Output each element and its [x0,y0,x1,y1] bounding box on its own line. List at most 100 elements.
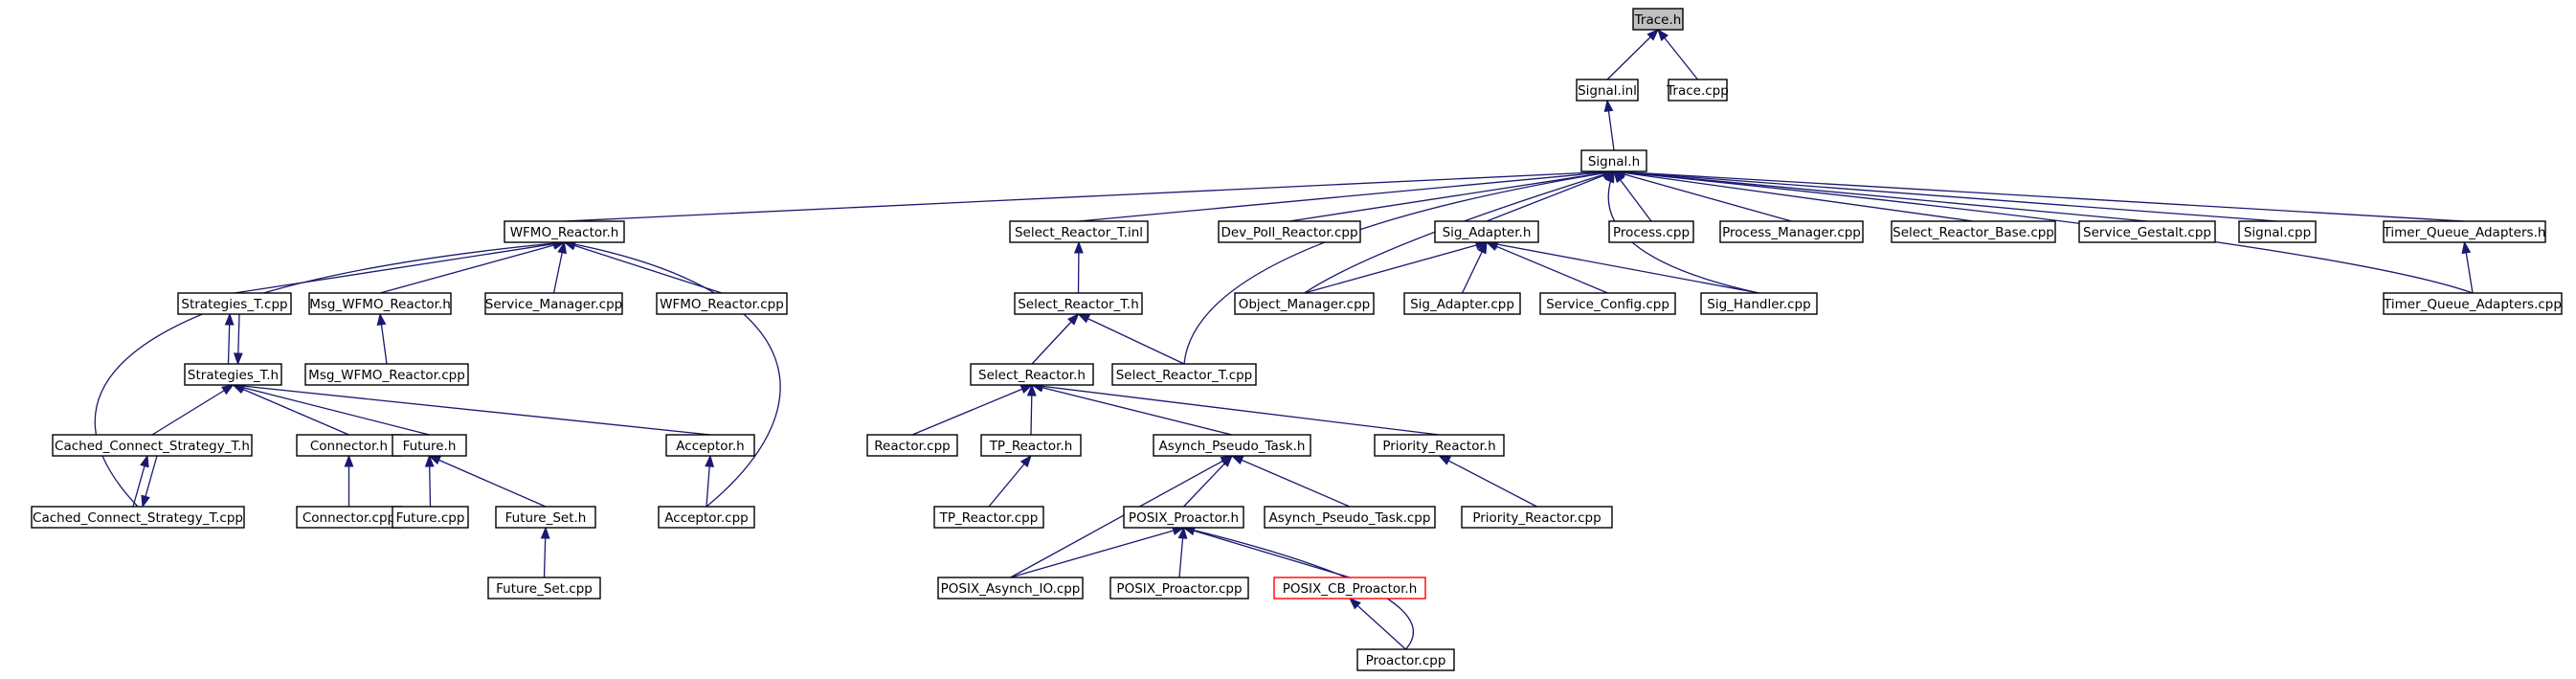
node-process-manager-cpp[interactable]: Process_Manager.cpp [1719,220,1864,243]
node-cached-connect-strategy-t-h[interactable]: Cached_Connect_Strategy_T.h [52,434,253,457]
node-wfmo-reactor-h[interactable]: WFMO_Reactor.h [504,220,625,243]
node-strategies-t-h[interactable]: Strategies_T.h [184,363,282,386]
edge-reactor-cpp-to-select-reactor-h [911,384,1033,436]
node-msg-wfmo-reactor-cpp[interactable]: Msg_WFMO_Reactor.cpp [304,363,469,386]
node-service-gestalt-cpp[interactable]: Service_Gestalt.cpp [2078,220,2216,243]
node-acceptor-cpp[interactable]: Acceptor.cpp [658,506,755,529]
edge-service-config-cpp-to-sig-adapter-h [1486,241,1608,294]
node-box [1014,292,1143,315]
node-connector-cpp[interactable]: Connector.cpp [296,506,402,529]
arrowhead [705,454,715,467]
node-tp-reactor-cpp[interactable]: TP_Reactor.cpp [933,506,1044,529]
edge-wfmo-reactor-cpp-to-wfmo-reactor-h [564,241,723,294]
node-service-manager-cpp[interactable]: Service_Manager.cpp [484,292,623,315]
node-object-manager-cpp[interactable]: Object_Manager.cpp [1234,292,1375,315]
node-timer-queue-adapters-h[interactable]: Timer_Queue_Adapters.h [2383,220,2546,243]
node-asynch-pseudo-task-cpp[interactable]: Asynch_Pseudo_Task.cpp [1264,506,1436,529]
node-select-reactor-base-cpp[interactable]: Select_Reactor_Base.cpp [1891,220,2056,243]
node-process-cpp[interactable]: Process.cpp [1608,220,1694,243]
node-reactor-cpp[interactable]: Reactor.cpp [866,434,958,457]
node-posix-proactor-cpp[interactable]: POSIX_Proactor.cpp [1109,577,1249,600]
edge-signal-inl-to-trace-h [1606,29,1659,80]
node-posix-proactor-h[interactable]: POSIX_Proactor.h [1123,506,1244,529]
node-dev-poll-reactor-cpp[interactable]: Dev_Poll_Reactor.cpp [1218,220,1361,243]
node-sig-adapter-h[interactable]: Sig_Adapter.h [1434,220,1539,243]
node-label: Cached_Connect_Strategy_T.cpp [33,510,243,526]
node-posix-cb-proactor-h[interactable]: POSIX_CB_Proactor.h [1273,577,1426,600]
node-label: Object_Manager.cpp [1239,297,1371,312]
node-wfmo-reactor-cpp[interactable]: WFMO_Reactor.cpp [656,292,788,315]
node-box [1153,434,1311,457]
node-posix-asynch-io-cpp[interactable]: POSIX_Asynch_IO.cpp [937,577,1084,600]
node-label: POSIX_Proactor.h [1129,510,1239,526]
node-service-config-cpp[interactable]: Service_Config.cpp [1539,292,1676,315]
node-signal-inl[interactable]: Signal.inl [1576,79,1639,102]
node-select-reactor-h[interactable]: Select_Reactor.h [970,363,1094,386]
node-sig-adapter-cpp[interactable]: Sig_Adapter.cpp [1403,292,1521,315]
edge-posix-asynch-io-cpp-to-posix-proactor-h [1010,527,1184,578]
node-signal-h[interactable]: Signal.h [1580,149,1647,172]
node-box [1632,8,1684,31]
node-timer-queue-adapters-cpp[interactable]: Timer_Queue_Adapters.cpp [2383,292,2563,315]
node-label: Acceptor.cpp [664,510,748,526]
node-label: Select_Reactor_T.inl [1015,225,1143,240]
node-box [866,434,958,457]
node-box [1608,220,1694,243]
arrowhead [344,454,354,467]
node-label: Future_Set.cpp [496,581,593,597]
node-trace-h[interactable]: Trace.h [1632,8,1684,31]
edge-proactor-cpp-to-posix-cb-proactor-h [1349,598,1406,650]
node-label: Msg_WFMO_Reactor.cpp [308,368,465,383]
node-box [1009,220,1149,243]
node-label: Signal.inl [1578,83,1637,99]
arrowhead [540,526,550,539]
node-box [392,434,467,457]
node-future-set-cpp[interactable]: Future_Set.cpp [487,577,601,600]
node-proactor-cpp[interactable]: Proactor.cpp [1356,648,1455,671]
node-acceptor-h[interactable]: Acceptor.h [665,434,755,457]
node-connector-h[interactable]: Connector.h [296,434,402,457]
node-asynch-pseudo-task-h[interactable]: Asynch_Pseudo_Task.h [1153,434,1311,457]
arrowhead [1603,99,1614,113]
edge-strategies-t-cpp-to-wfmo-reactor-h [234,241,565,294]
node-box [2078,220,2216,243]
edge-future-h-to-strategies-t-h [233,384,430,436]
arrowhead [221,384,235,396]
node-label: Acceptor.h [676,439,744,454]
arrowhead [1657,28,1669,42]
node-label: Trace.h [1634,12,1682,28]
arrowhead [1220,455,1234,465]
edge-dev-poll-reactor-cpp-to-signal-h [1288,170,1615,222]
node-label: WFMO_Reactor.h [510,225,619,240]
node-future-cpp[interactable]: Future.cpp [392,506,469,529]
edge-asynch-pseudo-task-cpp-to-asynch-pseudo-task-h [1231,455,1351,508]
node-label: Strategies_T.cpp [181,297,287,312]
node-future-h[interactable]: Future.h [392,434,467,457]
node-label: Sig_Adapter.cpp [1410,297,1514,312]
edge-posix-cb-proactor-h-to-posix-proactor-h [1183,527,1351,578]
node-future-set-h[interactable]: Future_Set.h [495,506,596,529]
node-box [1461,506,1613,529]
edge-priority-reactor-h-to-select-reactor-h [1031,384,1440,436]
node-signal-cpp[interactable]: Signal.cpp [2238,220,2317,243]
node-select-reactor-t-inl[interactable]: Select_Reactor_T.inl [1009,220,1149,243]
node-msg-wfmo-reactor-h[interactable]: Msg_WFMO_Reactor.h [308,292,452,315]
node-select-reactor-t-h[interactable]: Select_Reactor_T.h [1014,292,1143,315]
node-label: Service_Manager.cpp [485,297,622,312]
edge-signal-cpp-to-signal-h [1613,170,2278,222]
node-label: Future.cpp [396,510,465,526]
node-tp-reactor-h[interactable]: TP_Reactor.h [980,434,1082,457]
node-priority-reactor-cpp[interactable]: Priority_Reactor.cpp [1461,506,1613,529]
arrowhead [1177,526,1188,539]
node-box [487,577,601,600]
node-trace-cpp[interactable]: Trace.cpp [1666,79,1729,102]
node-label: WFMO_Reactor.cpp [660,297,784,312]
node-box [933,506,1044,529]
node-strategies-t-cpp[interactable]: Strategies_T.cpp [177,292,292,315]
node-priority-reactor-h[interactable]: Priority_Reactor.h [1374,434,1505,457]
node-select-reactor-t-cpp[interactable]: Select_Reactor_T.cpp [1111,363,1257,386]
node-sig-handler-cpp[interactable]: Sig_Handler.cpp [1700,292,1818,315]
edge-object-manager-cpp-to-sig-adapter-h [1304,241,1488,294]
node-cached-connect-strategy-t-cpp[interactable]: Cached_Connect_Strategy_T.cpp [31,506,245,529]
node-label: Process_Manager.cpp [1722,225,1861,240]
